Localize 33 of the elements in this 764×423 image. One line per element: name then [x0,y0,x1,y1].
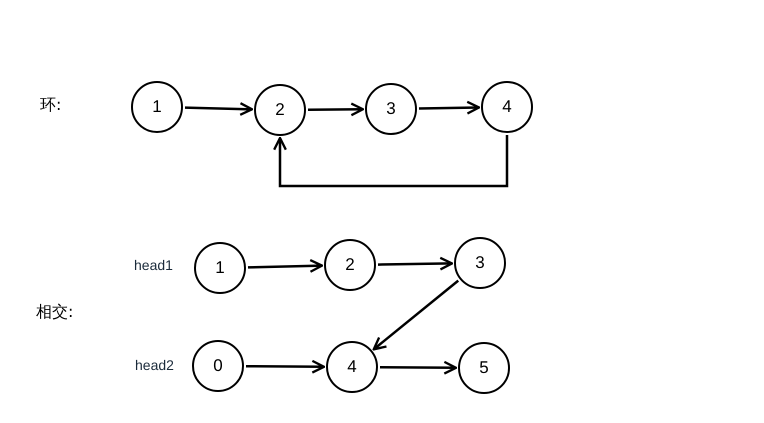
circle-node [454,237,506,289]
circle-node [194,242,246,294]
circle-node [326,341,378,393]
node-number: 1 [152,97,162,117]
arrow [273,135,508,188]
pointer-label: head1 [134,257,173,273]
circle-node [458,342,510,394]
circle-node [254,84,306,136]
pointer-label: head2 [135,357,174,373]
node-number: 3 [475,253,485,273]
node-number: 1 [215,258,225,278]
node-number: 4 [502,97,512,117]
node-number: 2 [275,100,285,120]
arrow [248,258,324,273]
circle-node [481,81,533,133]
arrow [184,102,254,116]
node-number: 0 [213,356,223,376]
node-number: 3 [386,99,396,119]
circle-node [192,340,244,392]
node-number: 2 [345,255,355,275]
section-label: 环: [40,95,62,116]
arrow [378,256,454,271]
circle-node [365,83,417,135]
arrow [380,360,458,375]
node-number: 4 [347,357,357,377]
circle-node [324,239,376,291]
arrow [308,102,364,116]
node-number: 5 [479,358,489,378]
arrow [418,100,480,115]
arrow [372,280,460,350]
circle-node [131,81,183,133]
arrow [246,360,326,374]
section-label: 相交: [36,302,74,323]
